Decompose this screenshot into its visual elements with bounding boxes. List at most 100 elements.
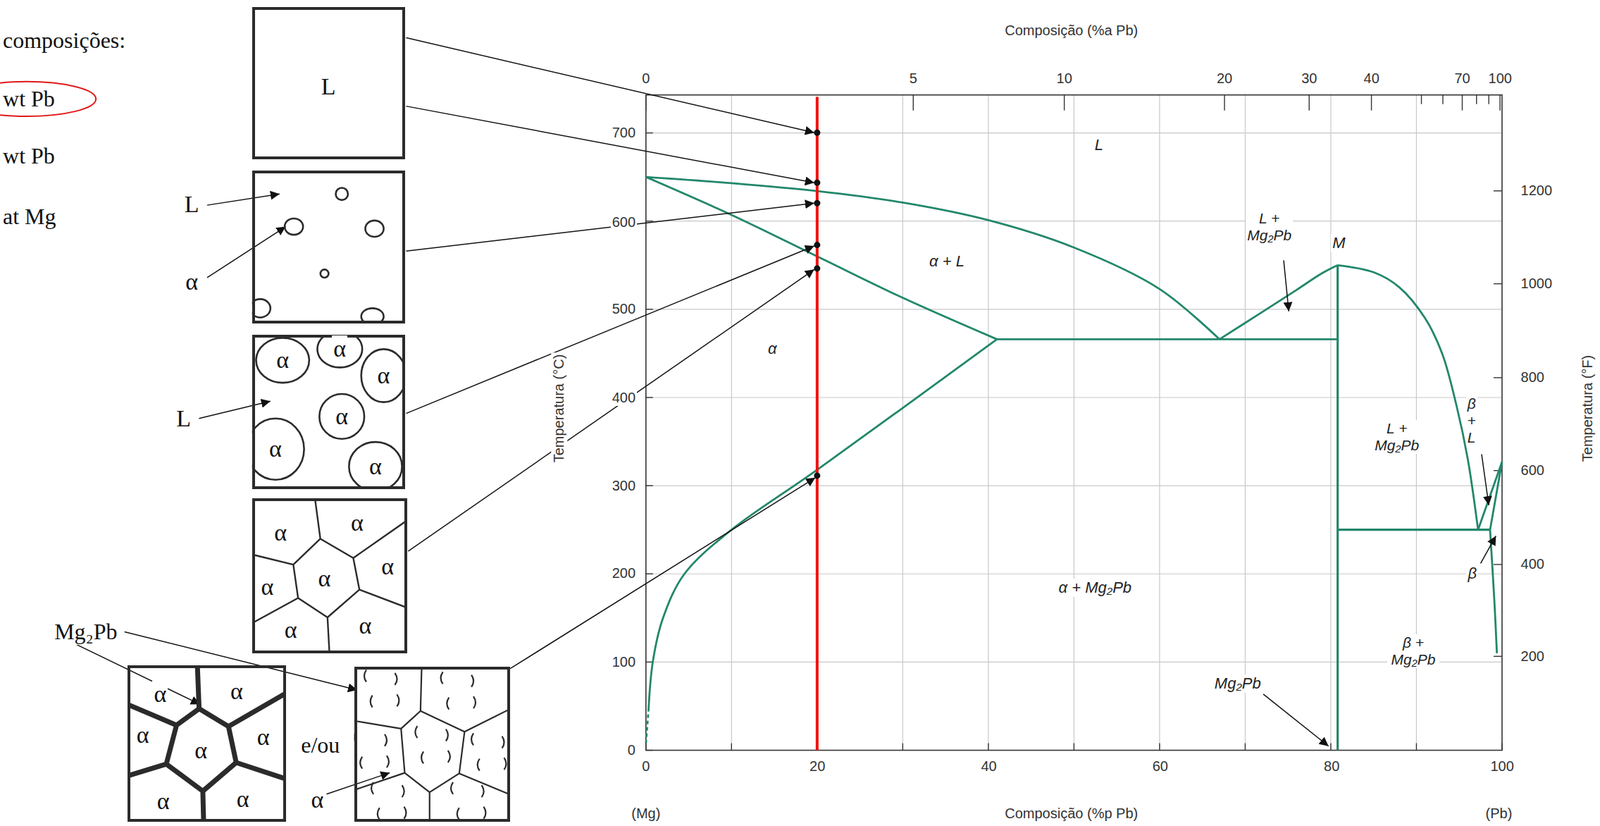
mg2pb-precipitate <box>471 732 474 745</box>
alpha-grain <box>361 348 406 402</box>
region-label: L <box>1093 135 1105 155</box>
mg2pb-precipitate <box>377 807 380 820</box>
eutectic-line <box>1337 528 1491 531</box>
leader-arrow <box>405 202 814 251</box>
tick <box>1493 655 1503 657</box>
phase-label: α <box>333 402 350 430</box>
tick <box>1416 743 1417 751</box>
mg2pb-precipitate <box>446 697 449 710</box>
tick <box>1493 190 1503 191</box>
alpha-grain <box>348 441 402 489</box>
tick <box>902 743 904 751</box>
mg2pb-precipitate <box>371 782 374 795</box>
grain-boundary <box>354 666 511 822</box>
microstructure-box: ααααααα <box>252 498 408 654</box>
region-label: M <box>1330 233 1347 253</box>
tick <box>1476 95 1477 105</box>
leader-arrow <box>1283 259 1289 311</box>
tick <box>1499 95 1500 111</box>
phase-label: α <box>228 677 245 705</box>
leader-arrow <box>1481 454 1489 506</box>
axis-label: 600 <box>1519 462 1546 479</box>
liquidus-line <box>1219 264 1338 339</box>
tick <box>646 749 654 751</box>
phase-label: α <box>357 612 374 640</box>
axis-label: 800 <box>1519 369 1546 386</box>
phase-label: α <box>235 785 251 813</box>
region-label: β + Mg₂Pb <box>1387 634 1440 668</box>
grid-line <box>902 95 904 751</box>
micrograph <box>252 334 406 489</box>
phase-label: α <box>376 362 392 389</box>
state-point <box>813 264 821 272</box>
mg2pb-precipitate <box>445 728 449 741</box>
state-point <box>813 129 821 136</box>
tick <box>731 743 733 751</box>
tick <box>987 743 989 751</box>
mg2pb-precipitate <box>484 806 487 819</box>
tick <box>1421 95 1422 105</box>
axis-label: 60 <box>1151 758 1170 775</box>
alpha-grain <box>252 418 305 480</box>
axis-label: 400 <box>1519 555 1546 573</box>
phase-label: α <box>367 453 384 480</box>
region-label: β + L <box>1466 395 1478 446</box>
tick <box>1501 743 1503 751</box>
axis-label: 200 <box>1519 648 1546 665</box>
axis-label: 100 <box>1487 70 1514 87</box>
axis-label: 300 <box>610 477 637 494</box>
mg2pb-precipitate <box>360 756 363 769</box>
grid-line <box>646 485 1503 487</box>
axis-label: 70 <box>1452 70 1472 87</box>
axis-label: 0 <box>640 70 651 87</box>
tick <box>646 484 654 486</box>
grid-line <box>1330 95 1331 751</box>
mg2pb-precipitate <box>404 806 407 819</box>
phase-label: α <box>309 786 325 814</box>
axis-label: (Mg) <box>629 805 662 822</box>
mg2pb-precipitate <box>421 751 424 764</box>
leader-arrow <box>405 245 814 414</box>
leader-arrow <box>405 106 814 184</box>
leader-arrow <box>1263 693 1329 747</box>
grid-line <box>646 132 1503 134</box>
liquidus-line <box>1478 461 1503 530</box>
note-text: composições: <box>1 27 127 54</box>
tick <box>646 220 654 222</box>
tick <box>1442 95 1443 105</box>
microstructure-box: α <box>354 666 511 822</box>
mg2pb-precipitate <box>477 758 480 771</box>
region-label: L + Mg₂Pb <box>1373 419 1421 454</box>
note-text: e/ou <box>299 732 341 759</box>
leader-arrow <box>207 226 287 278</box>
tick <box>1493 563 1503 565</box>
phase-label: α <box>274 346 291 374</box>
mg2pb-precipitate <box>395 672 398 685</box>
alpha-grain <box>319 393 365 439</box>
mg2pb-precipitate <box>503 757 506 770</box>
phase-label: α <box>183 268 200 296</box>
microstructure-box: ααααααL <box>252 334 406 489</box>
solidus-line <box>646 176 997 339</box>
axis-label: Temperatura (°F) <box>1579 353 1596 463</box>
phase-label: α <box>349 509 365 537</box>
tick <box>646 396 654 398</box>
micrograph <box>252 498 408 654</box>
leader-arrow <box>326 772 390 794</box>
axis-label: Temperatura (°C) <box>550 352 568 465</box>
phase-label: α <box>135 721 151 749</box>
grid-line <box>1244 95 1246 751</box>
phase-label: α <box>259 573 275 601</box>
grid-line <box>646 396 1503 398</box>
axis-label: 0 <box>640 758 651 775</box>
axis-label: 600 <box>610 214 637 231</box>
region-label: α + Mg₂Pb <box>1057 578 1133 597</box>
grid-line <box>987 95 989 751</box>
phase-label: α <box>155 787 172 815</box>
microstructure-box: Lα <box>252 170 406 324</box>
state-point <box>813 179 821 186</box>
highlight-ellipse <box>0 81 96 117</box>
tick <box>1330 743 1331 751</box>
mg2pb-precipitate <box>502 736 505 749</box>
mg2pb-precipitate <box>414 725 418 738</box>
